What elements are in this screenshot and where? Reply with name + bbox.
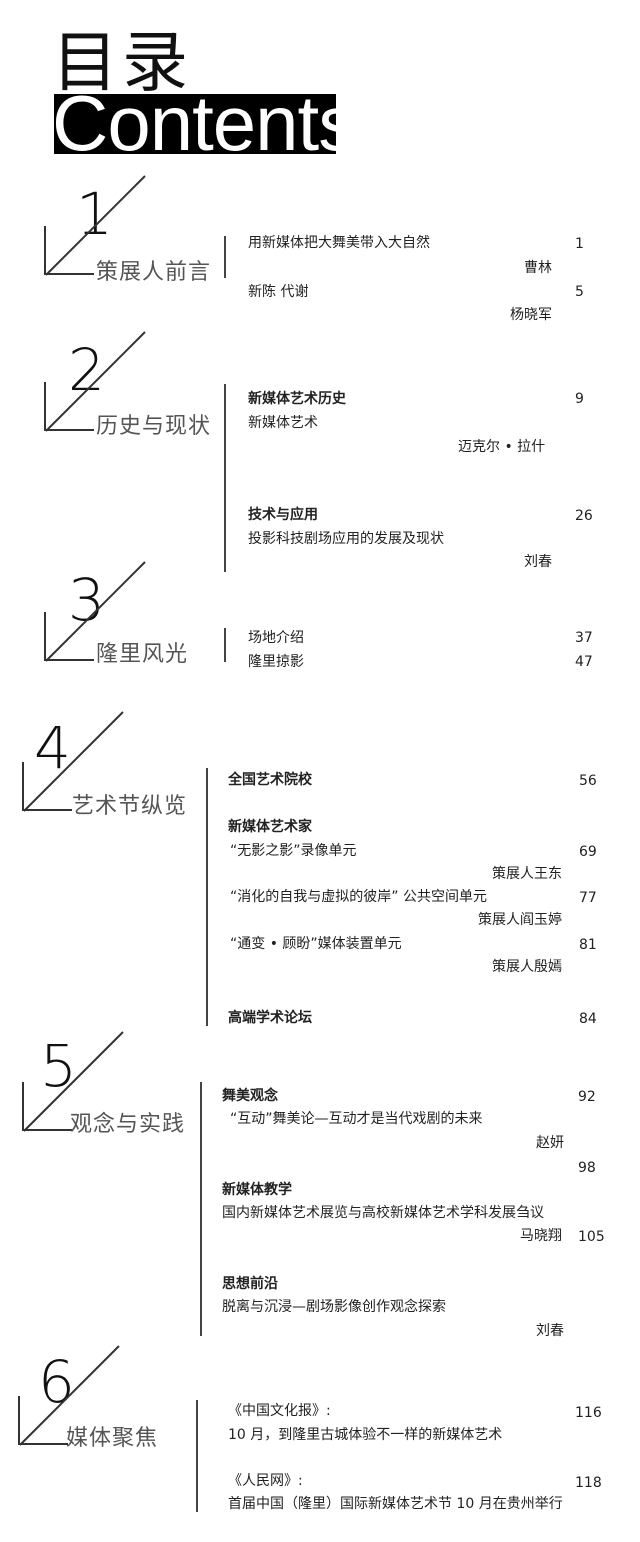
- section-horizontal-line: [44, 659, 94, 661]
- entry-page: 98: [578, 1160, 596, 1176]
- entry-page: 77: [579, 890, 597, 906]
- entry-heading[interactable]: 技术与应用: [248, 507, 318, 523]
- section-number: 5: [40, 1032, 77, 1100]
- entry-subtitle: 10 月，到隆里古城体验不一样的新媒体艺术: [228, 1427, 503, 1443]
- entry-heading[interactable]: 思想前沿: [222, 1276, 278, 1292]
- entry-title[interactable]: “消化的自我与虚拟的彼岸” 公共空间单元: [230, 889, 487, 905]
- entry-author: 策展人王东: [492, 866, 562, 882]
- section-marker-1: 1 策展人前言: [44, 170, 244, 300]
- entry-heading[interactable]: 新媒体艺术家: [228, 819, 312, 835]
- section-horizontal-line: [44, 429, 94, 431]
- section-vertical-line: [44, 226, 46, 274]
- section-vertical-line: [22, 1082, 24, 1130]
- entry-title[interactable]: “通变 • 顾盼”媒体装置单元: [230, 936, 402, 952]
- page-title-english-box: Contents: [54, 94, 336, 154]
- section-name: 隆里风光: [96, 642, 189, 667]
- entry-author: 杨晓军: [510, 307, 552, 323]
- entry-page: 5: [575, 284, 584, 300]
- entry-page: 9: [575, 391, 584, 407]
- entry-subtitle: 脱离与沉浸—剧场影像创作观念探索: [222, 1299, 446, 1315]
- section-name: 媒体聚焦: [66, 1426, 159, 1451]
- section-marker-3: 3 隆里风光: [44, 556, 244, 686]
- entry-heading[interactable]: 新媒体教学: [222, 1182, 292, 1198]
- divider-line: [200, 1082, 202, 1336]
- entry-heading[interactable]: 舞美观念: [222, 1088, 278, 1104]
- entry-subtitle: 投影科技剧场应用的发展及现状: [248, 531, 444, 547]
- entry-page: 69: [579, 844, 597, 860]
- entry-author: 策展人殷嫣: [492, 959, 562, 975]
- entry-author: 迈克尔 • 拉什: [458, 439, 546, 455]
- divider-line: [224, 384, 226, 572]
- entry-author: 刘春: [524, 554, 552, 570]
- section-horizontal-line: [22, 1129, 72, 1131]
- entry-title[interactable]: 用新媒体把大舞美带入大自然: [248, 235, 430, 251]
- section-name: 艺术节纵览: [72, 794, 188, 819]
- entry-title[interactable]: 场地介绍: [248, 630, 304, 646]
- section-horizontal-line: [22, 809, 72, 811]
- entry-title[interactable]: 《中国文化报》:: [228, 1403, 331, 1419]
- entry-subtitle: 新媒体艺术: [248, 415, 318, 431]
- entry-page: 37: [575, 630, 593, 646]
- divider-line: [196, 1400, 198, 1512]
- entry-page: 81: [579, 937, 597, 953]
- entry-author: 策展人阎玉婷: [478, 912, 562, 928]
- entry-page: 105: [578, 1229, 605, 1245]
- section-marker-2: 2 历史与现状: [44, 326, 244, 456]
- divider-line: [224, 628, 226, 662]
- entry-title[interactable]: “无影之影”录像单元: [230, 843, 357, 859]
- divider-line: [224, 236, 226, 278]
- entry-subtitle: “互动”舞美论—互动才是当代戏剧的未来: [230, 1111, 483, 1127]
- section-vertical-line: [18, 1396, 20, 1444]
- entry-title[interactable]: 《人民网》:: [228, 1473, 303, 1489]
- section-marker-5: 5 观念与实践: [22, 1026, 222, 1156]
- section-marker-4: 4 艺术节纵览: [22, 706, 222, 836]
- entry-author: 刘春: [536, 1323, 564, 1339]
- section-number: 6: [38, 1348, 75, 1416]
- section-vertical-line: [22, 762, 24, 810]
- entry-page: 26: [575, 508, 593, 524]
- section-vertical-line: [44, 612, 46, 660]
- entry-heading[interactable]: 高端学术论坛: [228, 1010, 312, 1026]
- section-name: 历史与现状: [96, 414, 212, 439]
- entry-author: 马晓翔: [520, 1228, 562, 1244]
- page-title-english: Contents: [54, 94, 336, 154]
- entry-heading[interactable]: 新媒体艺术历史: [248, 391, 346, 407]
- section-marker-6: 6 媒体聚焦: [18, 1340, 218, 1470]
- entry-author: 曹林: [524, 260, 552, 276]
- section-horizontal-line: [18, 1443, 68, 1445]
- divider-line: [206, 768, 208, 1026]
- entry-page: 84: [579, 1011, 597, 1027]
- entry-page: 56: [579, 773, 597, 789]
- section-vertical-line: [44, 382, 46, 430]
- entry-heading[interactable]: 全国艺术院校: [228, 772, 312, 788]
- entry-page: 116: [575, 1405, 602, 1421]
- section-horizontal-line: [44, 273, 94, 275]
- section-name: 策展人前言: [96, 260, 212, 285]
- entry-author: 赵妍: [536, 1135, 564, 1151]
- entry-page: 47: [575, 654, 593, 670]
- entry-title[interactable]: 新陈 代谢: [248, 284, 309, 300]
- entry-title[interactable]: 隆里掠影: [248, 654, 304, 670]
- section-name: 观念与实践: [70, 1112, 186, 1137]
- page-title-chinese: 目录: [52, 24, 192, 101]
- entry-page: 1: [575, 236, 584, 252]
- entry-subtitle: 首届中国（隆里）国际新媒体艺术节 10 月在贵州举行: [228, 1496, 563, 1512]
- entry-subtitle: 国内新媒体艺术展览与高校新媒体艺术学科发展刍议: [222, 1205, 544, 1221]
- entry-page: 92: [578, 1089, 596, 1105]
- entry-page: 118: [575, 1475, 602, 1491]
